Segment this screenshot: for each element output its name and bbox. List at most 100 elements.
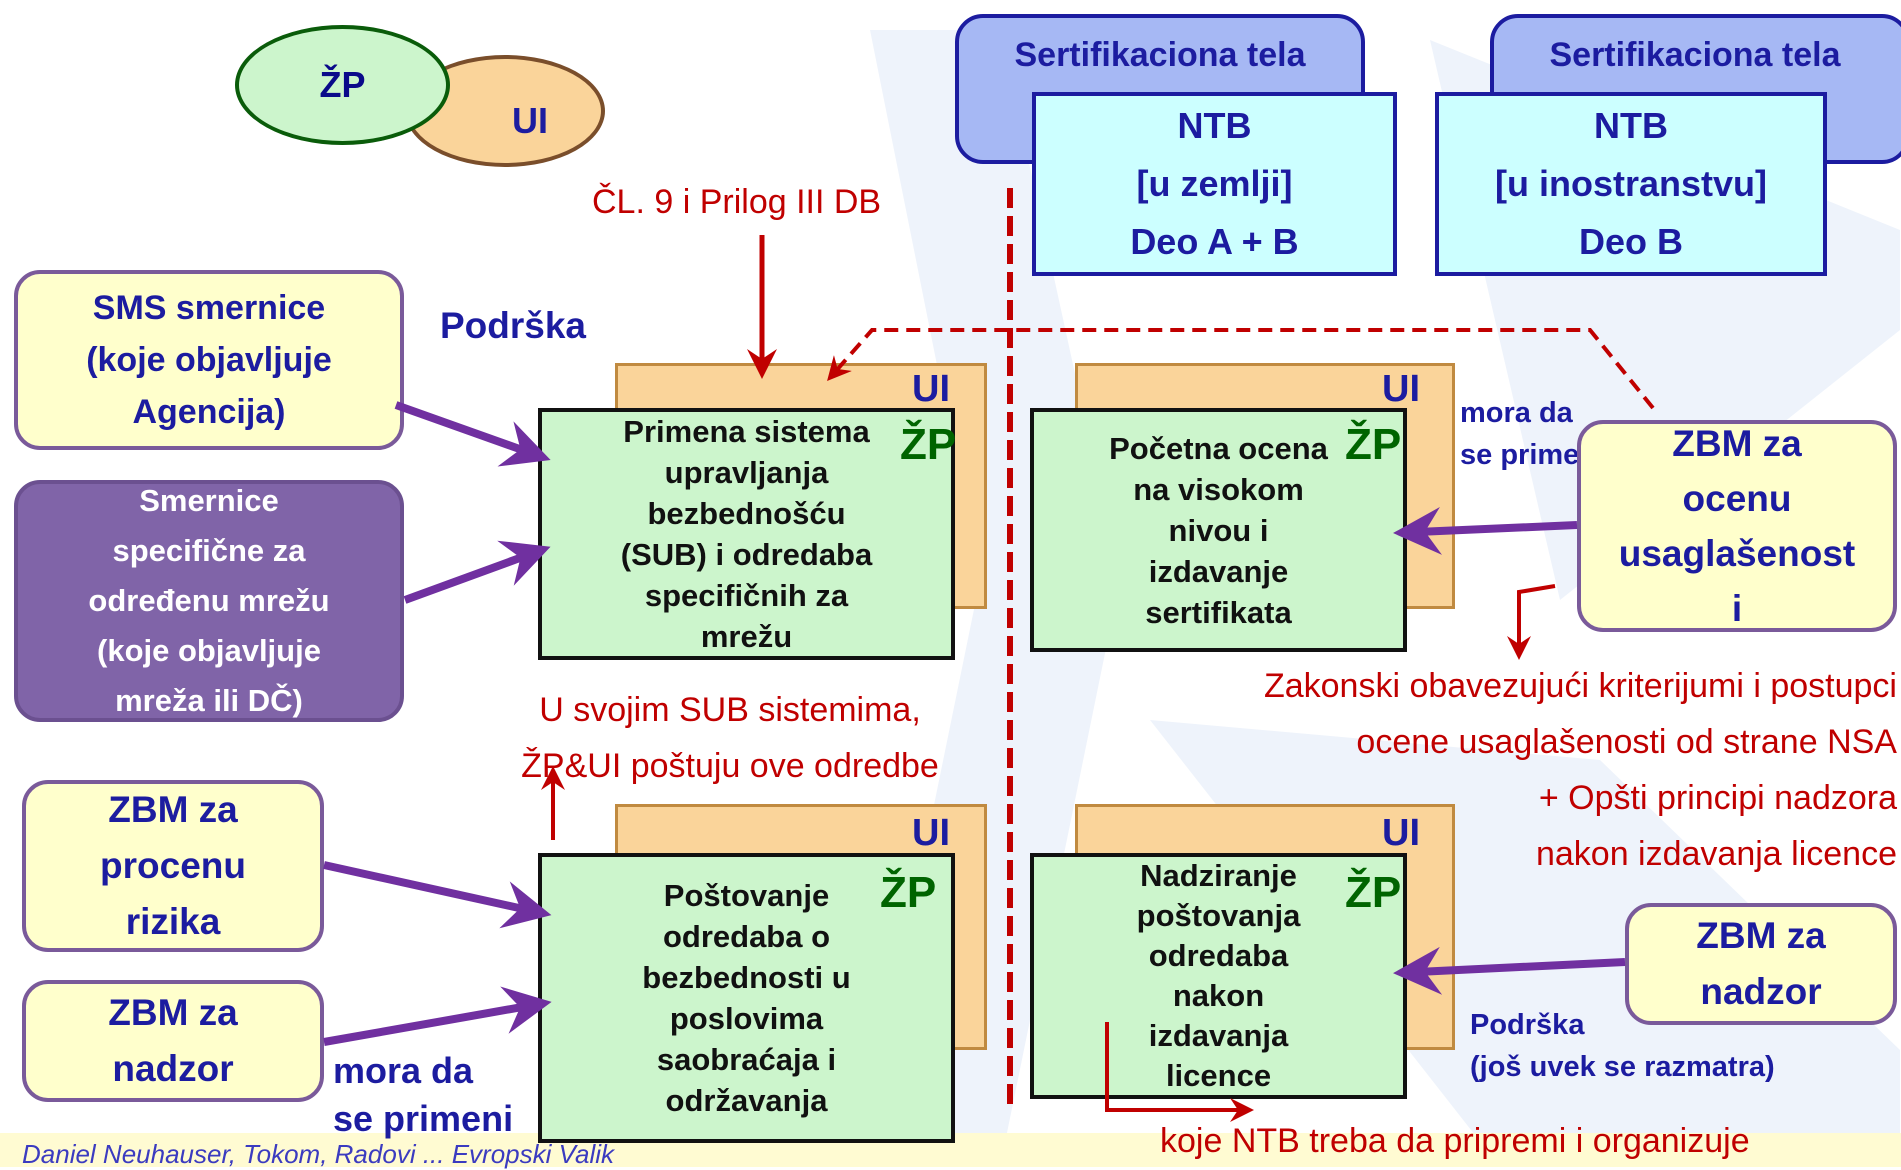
zbm-ocena-l4: i	[1731, 588, 1743, 629]
net-l2: specifične za	[112, 533, 306, 568]
ntb-right-l3: Deo B	[1578, 221, 1683, 262]
nadzor-left-l2: nadzor	[112, 1048, 234, 1089]
red-right-l1: Zakonski obavezujući kriterijumi i postu…	[1263, 667, 1897, 705]
bl-l4: poslovima	[669, 1001, 824, 1036]
ntb-foreign-box: NTB [u inostranstvu] Deo B	[1435, 92, 1827, 276]
tl-l3: bezbednošću	[647, 496, 846, 531]
ui-tag-tr: UI	[1382, 368, 1420, 410]
br-l5: izdavanja	[1148, 1018, 1289, 1053]
legend-zp-label: ŽP	[319, 64, 366, 105]
tr-l2: na visokom	[1133, 471, 1304, 507]
tl-l1: Primena sistema	[623, 414, 870, 449]
sms-to-box-arrow	[394, 401, 551, 467]
ui-tag-br: UI	[1382, 812, 1420, 854]
conformity-csm-box: ZBM za ocenu usaglašenost i	[1577, 420, 1897, 632]
risk-l1: ZBM za	[108, 789, 238, 830]
risk-l3: rizika	[125, 901, 221, 942]
nadzor-right-l1: ZBM za	[1696, 915, 1826, 956]
sms-implementation-box: Primena sistema upravljanja bezbednošću …	[538, 408, 955, 660]
footer-text: Daniel Neuhauser, Tokom, Radovi ... Evro…	[22, 1139, 615, 1169]
legend-ui-label: UI	[512, 100, 548, 141]
tr-l1: Početna ocena	[1109, 430, 1328, 466]
ntb-organize-arrow	[1105, 1022, 1254, 1122]
zbm-ocena-l2: ocenu	[1682, 478, 1792, 519]
bl-l3: bezbednosti u	[642, 960, 851, 995]
red-right-l3: + Opšti principi nadzora	[1538, 779, 1897, 817]
tr-l5: sertifikata	[1145, 594, 1292, 630]
zp-tag-br: ŽP	[1345, 868, 1402, 917]
br-l3: odredaba	[1148, 938, 1289, 973]
nadzor-right-l2: nadzor	[1700, 971, 1822, 1012]
tl-l6: mrežu	[700, 619, 793, 654]
br-l4: nakon	[1172, 978, 1265, 1013]
dashed-feedback-arrow	[827, 328, 1655, 410]
sub-compliance-note: U svojim SUB sistemima, ŽP&UI poštuju ov…	[485, 682, 975, 794]
nadzor-left-l1: ZBM za	[108, 992, 238, 1033]
mora-bottom-l1: mora da	[333, 1050, 474, 1091]
conformity-to-box-arrow	[1393, 506, 1578, 555]
red-right-l2: ocene usaglašenosti od strane NSA	[1356, 723, 1897, 761]
tl-l4: (SUB) i odredaba	[620, 537, 873, 572]
br-l2: poštovanja	[1136, 898, 1301, 933]
tl-l2: upravljanja	[664, 455, 829, 490]
ntb-right-l1: NTB	[1594, 105, 1668, 146]
risk-l2: procenu	[100, 845, 246, 886]
network-guidelines-box: Smernice specifične za određenu mrežu (k…	[14, 480, 404, 722]
must-apply-label-bottom: mora da se primeni	[333, 1047, 513, 1143]
podrska-bottom-l1: Podrška	[1470, 1009, 1585, 1041]
mora-bottom-l2: se primeni	[333, 1098, 514, 1139]
ntb-organize-note: koje NTB treba da pripremi i organizuje	[1160, 1122, 1750, 1160]
supervision-csm-right-box: ZBM za nadzor	[1625, 903, 1897, 1025]
br-l6: licence	[1165, 1058, 1272, 1093]
red-mid-l2: ŽP&UI poštuju ove odredbe	[521, 747, 939, 785]
zp-tag-tr: ŽP	[1345, 420, 1402, 469]
risk-to-box-arrow	[323, 861, 552, 929]
nadzor-left-to-box-arrow	[323, 986, 552, 1046]
zp-tag-tl: ŽP	[900, 420, 957, 469]
net-l5: mreža ili DČ)	[115, 683, 303, 718]
net-l4: (koje objavljuje	[97, 633, 321, 668]
ntb-left-l3: Deo A + B	[1130, 221, 1299, 262]
bl-l2: odredaba o	[662, 919, 831, 954]
bl-l5: saobraćaja i	[656, 1042, 837, 1077]
br-l1: Nadziranje	[1140, 858, 1297, 893]
bl-l1: Poštovanje	[663, 878, 830, 913]
net-l1: Smernice	[139, 483, 279, 518]
support-label-top: Podrška	[440, 305, 587, 346]
criteria-arrow	[1507, 584, 1556, 660]
ntb-right-l2: [u inostranstvu]	[1494, 163, 1767, 204]
risk-assessment-csm-box: ZBM za procenu rizika	[22, 780, 324, 952]
podrska-bottom-l2: (još uvek se razmatra)	[1470, 1051, 1775, 1083]
cert-left-header: Sertifikaciona tela	[1014, 36, 1306, 74]
support-label-bottom: Podrška (još uvek se razmatra)	[1470, 1004, 1775, 1088]
legend-zp-ellipse: ŽP	[235, 25, 450, 145]
sms-l1: SMS smernice	[92, 289, 326, 327]
supervision-box: Nadziranje poštovanja odredaba nakon izd…	[1030, 853, 1407, 1099]
zbm-ocena-l3: usaglašenost	[1618, 533, 1856, 574]
sms-l2: (koje objavljuje	[86, 341, 332, 379]
cert-right-header: Sertifikaciona tela	[1549, 36, 1841, 74]
supervision-csm-left-box: ZBM za nadzor	[22, 980, 324, 1102]
ui-tag-bl: UI	[912, 812, 950, 854]
article-9-label: ČL. 9 i Prilog III DB	[592, 183, 882, 221]
zbm-ocena-l1: ZBM za	[1672, 423, 1802, 464]
tr-l3: nivou i	[1168, 512, 1269, 548]
ntb-left-l2: [u zemlji]	[1136, 163, 1293, 204]
tl-l5: specifičnih za	[644, 578, 849, 613]
ntb-left-l1: NTB	[1177, 105, 1252, 146]
ui-tag-tl: UI	[912, 368, 950, 410]
sms-l3: Agencija)	[132, 393, 286, 431]
nadzor-right-to-box-arrow	[1393, 946, 1626, 995]
red-mid-l1: U svojim SUB sistemima,	[539, 691, 921, 729]
tr-l4: izdavanje	[1148, 553, 1289, 589]
red-right-l4: nakon izdavanja licence	[1535, 835, 1897, 873]
network-to-box-arrow	[403, 540, 551, 604]
legal-criteria-note: Zakonski obavezujući kriterijumi i postu…	[1080, 658, 1897, 882]
net-l3: određenu mrežu	[88, 583, 330, 618]
safety-compliance-box: Poštovanje odredaba o bezbednosti u posl…	[538, 853, 955, 1143]
mora-top-l1: mora da	[1460, 397, 1573, 429]
bl-l6: održavanja	[665, 1083, 828, 1118]
zp-tag-bl: ŽP	[880, 868, 937, 917]
ntb-domestic-box: NTB [u zemlji] Deo A + B	[1032, 92, 1397, 276]
